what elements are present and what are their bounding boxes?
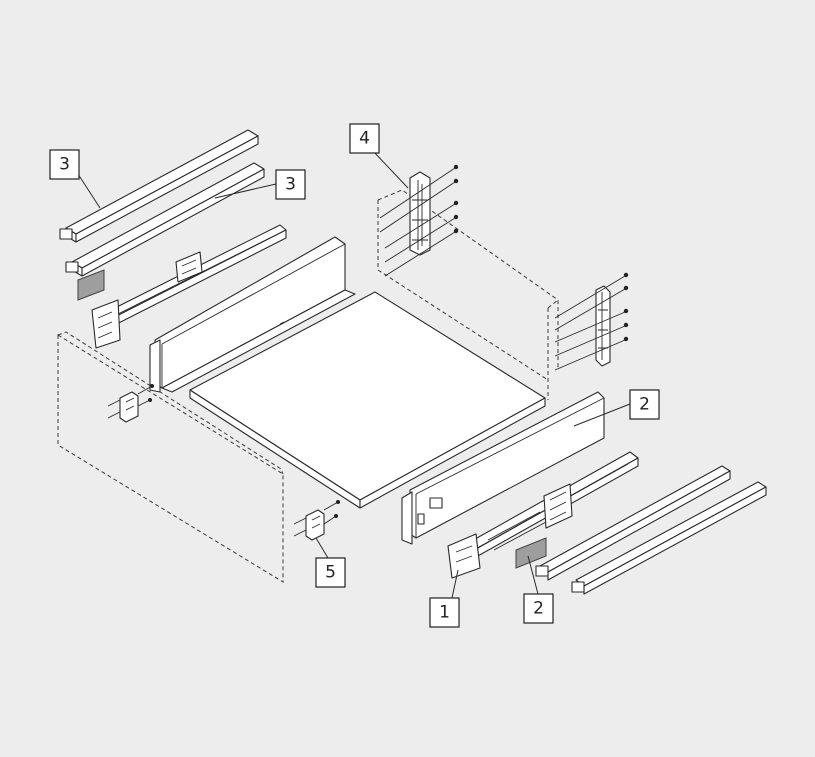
svg-text:2: 2 xyxy=(639,395,650,415)
svg-text:3: 3 xyxy=(59,155,70,175)
gallery-rail-upper xyxy=(59,129,259,243)
callout-3-upper-right: 3 xyxy=(275,169,306,200)
cover-cap-right xyxy=(515,537,547,569)
callout-5: 5 xyxy=(315,557,346,588)
cabinet-side-panel-left xyxy=(57,331,284,583)
svg-text:1: 1 xyxy=(439,603,450,623)
cover-cap-left xyxy=(77,269,105,301)
callout-2-bottom: 2 xyxy=(523,593,554,624)
callout-1: 1 xyxy=(429,597,460,628)
gallery-rail-lower xyxy=(65,162,265,277)
back-bracket-screws-left xyxy=(379,164,459,277)
back-bracket-right xyxy=(595,285,611,367)
svg-text:5: 5 xyxy=(325,563,336,583)
runner-slide-right xyxy=(447,451,639,579)
drawer-bottom-panel xyxy=(189,291,546,509)
svg-text:4: 4 xyxy=(359,129,370,149)
gallery-rail-right-lower xyxy=(571,481,767,595)
back-bracket-screws-right xyxy=(554,272,629,371)
back-bracket-left xyxy=(409,171,431,256)
runner-slide-left xyxy=(91,224,287,349)
callout-3-upper-left: 3 xyxy=(49,149,80,180)
leader-lines xyxy=(77,150,631,599)
gallery-rail-right-upper xyxy=(535,465,731,581)
svg-text:2: 2 xyxy=(533,599,544,619)
callout-2-right: 2 xyxy=(629,389,660,420)
drawer-side-left xyxy=(149,236,356,393)
front-fixing-bracket-left xyxy=(107,384,154,423)
cabinet-back-panel xyxy=(377,189,559,400)
drawer-side-right xyxy=(401,391,605,545)
front-fixing-bracket-right xyxy=(293,500,340,541)
svg-text:3: 3 xyxy=(285,175,296,195)
callout-4: 4 xyxy=(349,123,380,154)
